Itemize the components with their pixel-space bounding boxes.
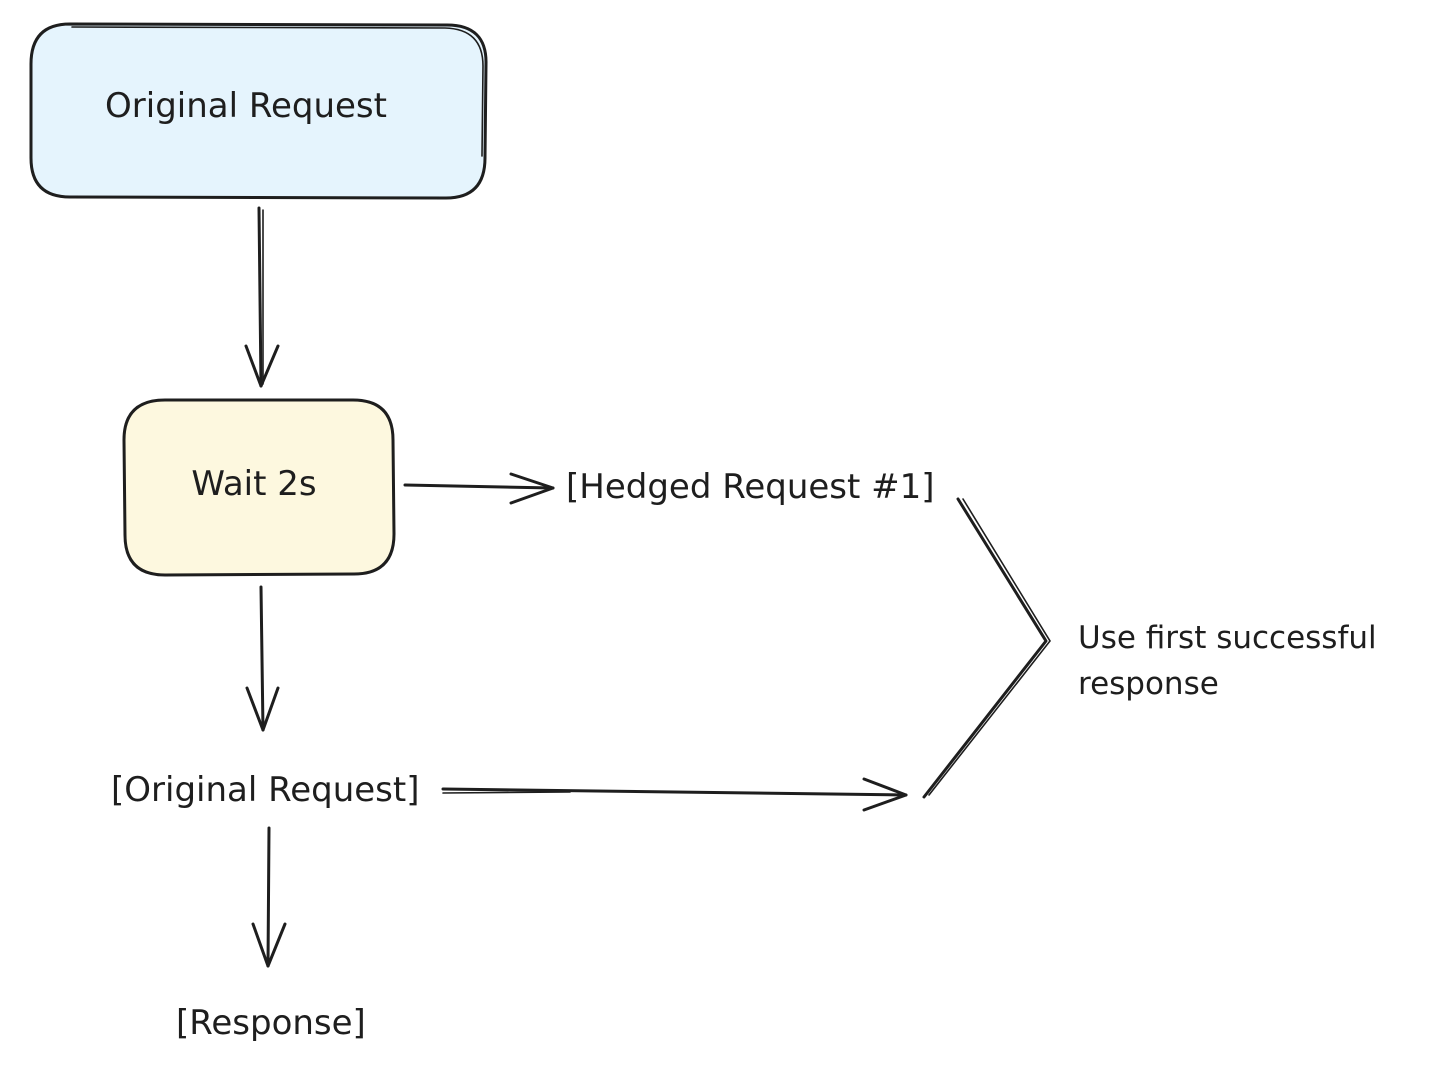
- arrow-wait-to-hedged: [403, 472, 555, 505]
- join-bracket: [922, 497, 1051, 799]
- original-request-box: [29, 22, 488, 200]
- hedged-request-label: [Hedged Request #1]: [566, 467, 935, 507]
- arrow-request-to-wait: [244, 206, 280, 388]
- original-request-node: Original Request: [29, 22, 488, 200]
- response-label: [Response]: [176, 1003, 366, 1043]
- arrow-wait-to-original-branch: [245, 585, 280, 732]
- arrow-original-to-join: [441, 777, 908, 812]
- note-line-1: Use first successful: [1078, 620, 1377, 656]
- wait-node: Wait 2s: [122, 398, 396, 577]
- wait-label: Wait 2s: [191, 464, 316, 504]
- note-line-2: response: [1078, 666, 1219, 702]
- note: Use first successful response: [1078, 620, 1377, 702]
- original-request-branch-label: [Original Request]: [111, 770, 420, 810]
- wait-box: [122, 398, 396, 577]
- original-request-label: Original Request: [105, 86, 387, 126]
- arrow-original-to-response: [251, 826, 287, 968]
